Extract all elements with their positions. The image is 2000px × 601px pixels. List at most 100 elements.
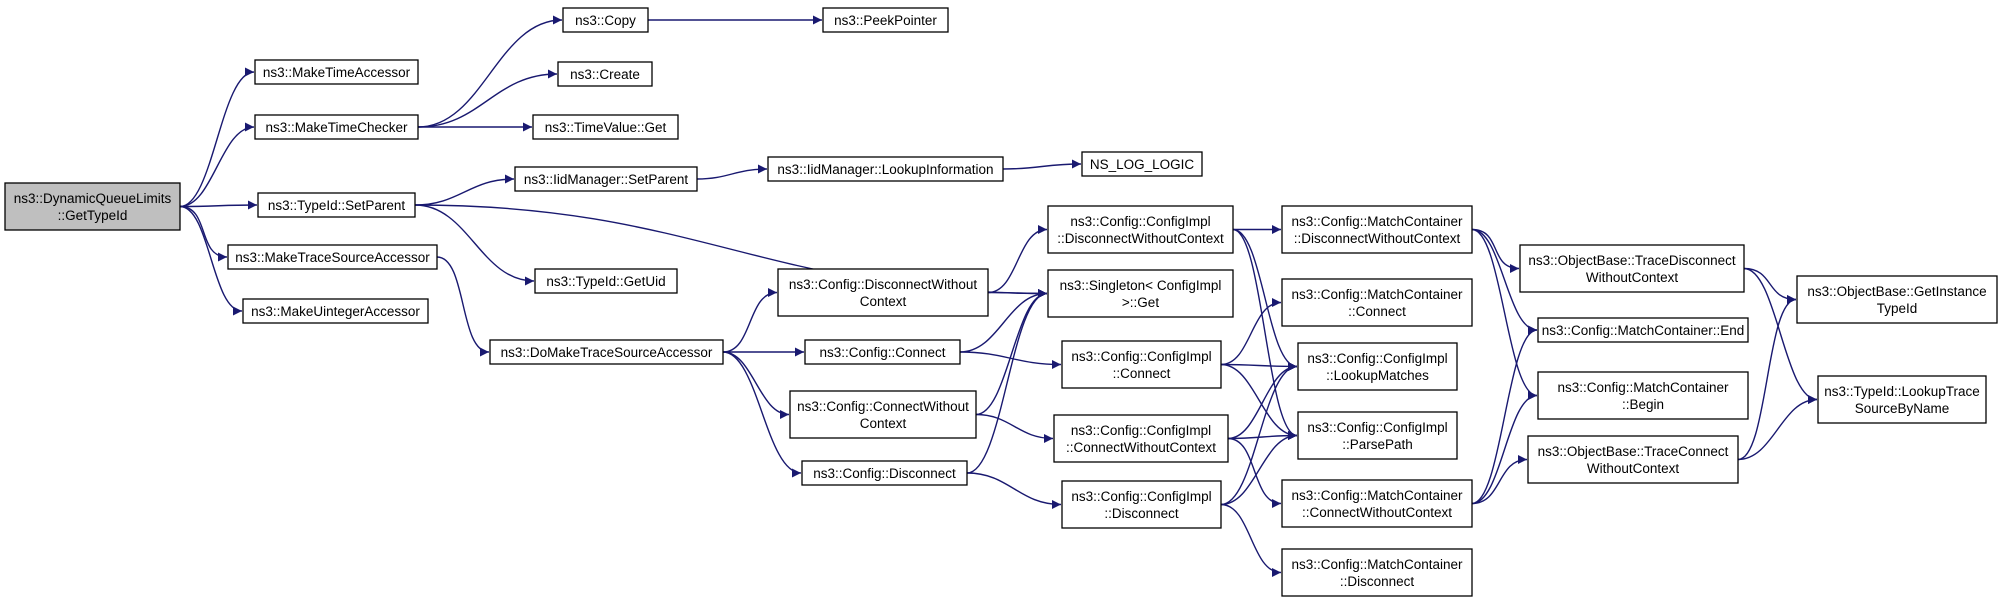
node-cfgdiscwc[interactable]: ns3::Config::DisconnectWithoutContext [777, 268, 989, 317]
node-domaketrace[interactable]: ns3::DoMakeTraceSourceAccessor [489, 339, 724, 365]
node-label-maketimeaccessor-0: ns3::MakeTimeAccessor [263, 65, 411, 80]
node-cfgconnwc[interactable]: ns3::Config::ConnectWithoutContext [789, 390, 977, 439]
node-label-root-0: ns3::DynamicQueueLimits [14, 191, 172, 206]
node-box-makeuinteger [242, 298, 429, 324]
node-root[interactable]: ns3::DynamicQueueLimits::GetTypeId [4, 182, 181, 231]
node-implDiscWc[interactable]: ns3::Config::ConfigImpl::DisconnectWitho… [1047, 205, 1234, 254]
node-label-cfgdiscwc-1: Context [860, 294, 907, 309]
node-label-cfgdisconnect-0: ns3::Config::Disconnect [813, 466, 956, 481]
node-box-mcConnect [1281, 278, 1473, 327]
edge-domaketrace-to-cfgdiscwc [722, 288, 778, 353]
node-label-obTraceDisc-1: WithoutContext [1586, 270, 1679, 285]
node-label-singleton-1: >::Get [1122, 295, 1159, 310]
node-maketimeaccessor[interactable]: ns3::MakeTimeAccessor [254, 59, 419, 85]
node-label-makeuinteger-0: ns3::MakeUintegerAccessor [251, 304, 420, 319]
node-label-cfgconnwc-1: Context [860, 416, 907, 431]
node-mcDiscWc[interactable]: ns3::Config::MatchContainer::DisconnectW… [1281, 205, 1473, 254]
node-mcDisc[interactable]: ns3::Config::MatchContainer::Disconnect [1281, 548, 1473, 597]
node-peekpointer[interactable]: ns3::PeekPointer [822, 7, 949, 33]
node-label-implConnect-1: ::Connect [1113, 366, 1171, 381]
node-maketimechecker[interactable]: ns3::MakeTimeChecker [254, 114, 419, 140]
node-mcEnd[interactable]: ns3::Config::MatchContainer::End [1537, 317, 1749, 343]
node-timevalueget[interactable]: ns3::TimeValue::Get [532, 114, 679, 140]
node-singleton[interactable]: ns3::Singleton< ConfigImpl>::Get [1047, 269, 1234, 318]
node-label-timevalueget-0: ns3::TimeValue::Get [545, 120, 667, 135]
node-box-iidsetparent [514, 166, 698, 192]
node-label-domaketrace-0: ns3::DoMakeTraceSourceAccessor [501, 345, 713, 360]
node-implConnect[interactable]: ns3::Config::ConfigImpl::Connect [1061, 340, 1222, 389]
node-box-mcEnd [1537, 317, 1749, 343]
edge-cfgdiscwc-to-singleton [987, 288, 1048, 298]
node-implConnWc[interactable]: ns3::Config::ConfigImpl::ConnectWithoutC… [1053, 414, 1229, 463]
node-box-setparent [257, 192, 416, 218]
node-box-maketimeaccessor [254, 59, 419, 85]
node-label-maketracesource-0: ns3::MakeTraceSourceAccessor [235, 250, 430, 265]
node-box-mcDisc [1281, 548, 1473, 597]
node-cfgdisconnect[interactable]: ns3::Config::Disconnect [801, 460, 968, 486]
node-obTraceDisc[interactable]: ns3::ObjectBase::TraceDisconnectWithoutC… [1519, 244, 1745, 293]
edge-obTraceConn-to-obGetInstance [1737, 295, 1797, 461]
node-label-root-1: ::GetTypeId [58, 208, 128, 223]
node-box-lookupTrace [1817, 375, 1987, 424]
node-label-implConnect-0: ns3::Config::ConfigImpl [1071, 349, 1211, 364]
node-label-obTraceConn-1: WithoutContext [1587, 461, 1680, 476]
node-maketracesource[interactable]: ns3::MakeTraceSourceAccessor [227, 244, 438, 270]
edge-mcConnWc-to-mcBegin [1471, 391, 1538, 505]
node-implDisc[interactable]: ns3::Config::ConfigImpl::Disconnect [1061, 480, 1222, 529]
node-lookupMatches[interactable]: ns3::Config::ConfigImpl::LookupMatches [1297, 342, 1458, 391]
node-box-cfgconnwc [789, 390, 977, 439]
node-label-implDiscWc-1: ::DisconnectWithoutContext [1057, 231, 1224, 246]
node-create[interactable]: ns3::Create [557, 61, 653, 87]
node-box-domaketrace [489, 339, 724, 365]
node-getuid[interactable]: ns3::TypeId::GetUid [534, 268, 678, 294]
node-label-nslog-0: NS_LOG_LOGIC [1090, 157, 1195, 172]
edge-maketimechecker-to-create [417, 69, 558, 128]
node-iidsetparent[interactable]: ns3::IidManager::SetParent [514, 166, 698, 192]
edge-cfgconnect-to-singleton [959, 289, 1048, 353]
edge-root-to-setparent [179, 200, 258, 210]
edge-obTraceDisc-to-obGetInstance [1743, 267, 1797, 304]
edge-lookupinfo-to-nslog [1002, 159, 1082, 170]
node-label-implConnWc-1: ::ConnectWithoutContext [1066, 440, 1216, 455]
edge-obTraceDisc-to-lookupTrace [1743, 267, 1818, 404]
node-box-obGetInstance [1796, 275, 1998, 324]
node-label-mcDiscWc-1: ::DisconnectWithoutContext [1294, 231, 1461, 246]
node-mcConnWc[interactable]: ns3::Config::MatchContainer::ConnectWith… [1281, 479, 1473, 528]
node-label-implDisc-0: ns3::Config::ConfigImpl [1071, 489, 1211, 504]
edge-domaketrace-to-cfgconnwc [722, 351, 790, 419]
edge-cfgconnwc-to-implConnWc [975, 413, 1054, 443]
node-label-iidsetparent-0: ns3::IidManager::SetParent [524, 172, 689, 187]
node-label-mcConnect-1: ::Connect [1348, 304, 1406, 319]
node-label-obTraceConn-0: ns3::ObjectBase::TraceConnect [1538, 444, 1729, 459]
node-label-cfgdiscwc-0: ns3::Config::DisconnectWithout [789, 277, 978, 292]
node-mcBegin[interactable]: ns3::Config::MatchContainer::Begin [1537, 371, 1749, 420]
edge-root-to-maketimechecker [179, 122, 255, 208]
node-box-parsePath [1297, 411, 1458, 460]
node-label-lookupTrace-1: SourceByName [1855, 401, 1950, 416]
node-label-mcDisc-1: ::Disconnect [1340, 574, 1415, 589]
node-parsePath[interactable]: ns3::Config::ConfigImpl::ParsePath [1297, 411, 1458, 460]
node-box-implDiscWc [1047, 205, 1234, 254]
node-nslog[interactable]: NS_LOG_LOGIC [1081, 151, 1203, 177]
node-copy[interactable]: ns3::Copy [562, 7, 649, 33]
node-label-lookupinfo-0: ns3::IidManager::LookupInformation [777, 162, 993, 177]
node-label-obGetInstance-0: ns3::ObjectBase::GetInstance [1807, 284, 1986, 299]
node-label-mcDiscWc-0: ns3::Config::MatchContainer [1291, 214, 1463, 229]
node-mcConnect[interactable]: ns3::Config::MatchContainer::Connect [1281, 278, 1473, 327]
edge-domaketrace-to-cfgdisconnect [722, 351, 802, 478]
node-makeuinteger[interactable]: ns3::MakeUintegerAccessor [242, 298, 429, 324]
node-cfgconnect[interactable]: ns3::Config::Connect [804, 339, 961, 365]
edge-cfgdisconnect-to-implDisc [966, 472, 1062, 509]
edge-implDiscWc-to-parsePath [1232, 228, 1298, 440]
edge-root-to-maketimeaccessor [179, 67, 255, 208]
edge-cfgdiscwc-to-implDiscWc [987, 225, 1048, 294]
node-box-getuid [534, 268, 678, 294]
node-obTraceConn[interactable]: ns3::ObjectBase::TraceConnectWithoutCont… [1527, 435, 1739, 484]
node-lookupinfo[interactable]: ns3::IidManager::LookupInformation [767, 156, 1004, 182]
edge-implConnWc-to-mcConnWc [1227, 437, 1282, 508]
node-label-mcConnWc-0: ns3::Config::MatchContainer [1291, 488, 1463, 503]
node-setparent[interactable]: ns3::TypeId::SetParent [257, 192, 416, 218]
edge-root-to-makeuinteger [179, 205, 243, 316]
